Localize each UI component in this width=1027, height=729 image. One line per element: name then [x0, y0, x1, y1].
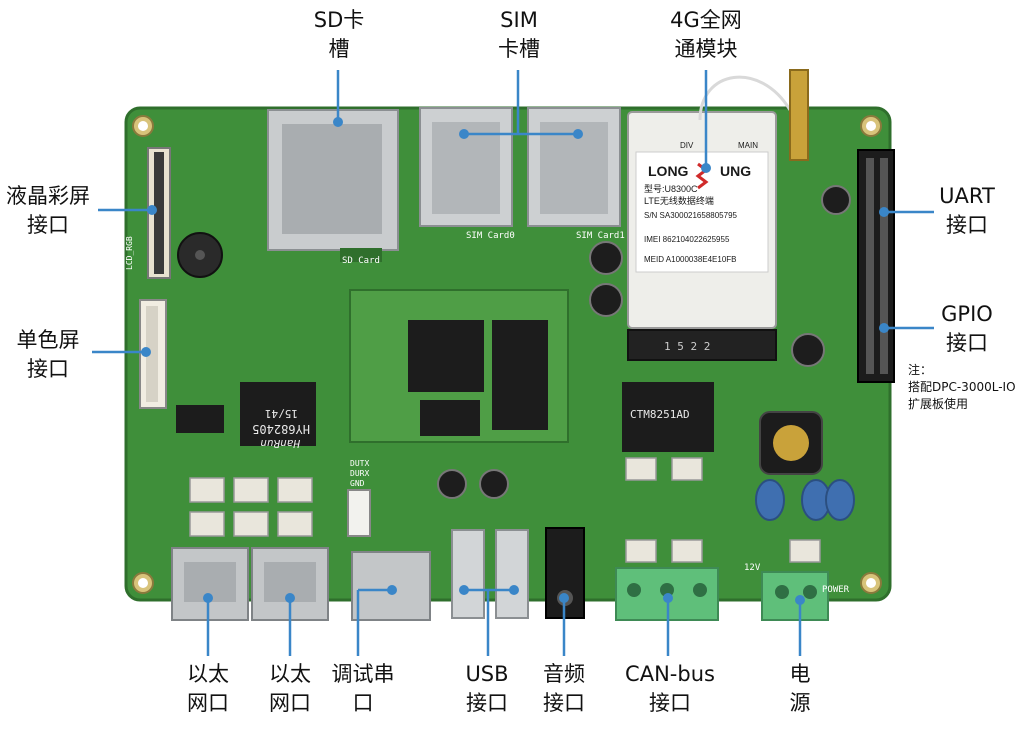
debug-pins-silk-3: GND [350, 479, 365, 488]
module-sn: S/N SA300021658805795 [644, 211, 738, 220]
debug-pins-silk-1: DUTX [350, 459, 369, 468]
chip-hanrun-text: HanRun [260, 437, 301, 450]
chip-hy-text: HY682405 [252, 422, 310, 436]
label-sd-slot: SD卡 槽 [313, 8, 365, 61]
pointer-lines [92, 70, 934, 656]
antenna-connector [789, 69, 809, 161]
module-brand-left: LONG [648, 163, 689, 179]
sim-card1-silk: SIM Card1 [576, 231, 625, 241]
network-transformer [240, 382, 316, 446]
lcd-rgb-silk: LCD_RGB [125, 236, 134, 270]
sd-card-silk: SD Card [342, 256, 380, 266]
module-main: MAIN [738, 141, 758, 150]
label-debug: 调试串 口 [331, 662, 395, 715]
label-can: CAN-bus 接口 [625, 662, 715, 715]
label-power: 电 源 [789, 662, 811, 715]
usb-port-1 [451, 529, 485, 619]
chip-ctm-text: CTM8251AD [630, 408, 690, 421]
module-brand-right: UNG [720, 163, 751, 179]
module-model: 型号:U8300C [644, 184, 698, 194]
flash-chip [420, 400, 480, 436]
pointer-dots [141, 117, 889, 605]
label-eth1: 以太 网口 [187, 662, 229, 715]
power-terminal-block [761, 571, 829, 621]
label-sim-slot: SIM 卡槽 [498, 8, 540, 61]
sim-card0-silk: SIM Card0 [466, 231, 515, 241]
debug-pin-connector [347, 489, 371, 537]
mini-slot-text: 1 5 2 2 [664, 340, 710, 353]
gpio-header [857, 149, 895, 383]
label-uart: UART 接口 [939, 184, 995, 237]
module-lte: LTE无线数据终端 [644, 195, 714, 206]
protection-diodes [189, 457, 821, 563]
label-usb: USB 接口 [465, 662, 509, 715]
can-chip [622, 382, 714, 452]
pwr-12v-silk: 12V [744, 563, 761, 573]
cpu-chip [408, 320, 484, 392]
label-lcd-color: 液晶彩屏 接口 [6, 184, 90, 237]
label-note: 注： 搭配DPC-3000L-IO 扩展板使用 [908, 363, 1016, 411]
label-lcd-mono: 单色屏 接口 [16, 328, 80, 381]
label-audio: 音频 接口 [543, 662, 585, 715]
mini-pcie-slot [627, 329, 777, 361]
ram-chip [492, 320, 548, 430]
usb-port-2 [495, 529, 529, 619]
capacitors [437, 185, 851, 499]
power-silk: POWER [822, 585, 850, 595]
chip-num-text: 15/41 [265, 407, 298, 420]
module-meid: MEID A1000038E4E10FB [644, 255, 737, 264]
label-eth2: 以太 网口 [269, 662, 311, 715]
label-4g-module: 4G全网 通模块 [670, 8, 742, 61]
mounting-holes [132, 115, 882, 594]
module-imei: IMEI 862104022625955 [644, 235, 730, 244]
label-gpio: GPIO 接口 [941, 302, 993, 355]
varistors [755, 479, 855, 521]
module-div: DIV [680, 141, 694, 150]
debug-pins-silk-2: DURX [350, 469, 369, 478]
